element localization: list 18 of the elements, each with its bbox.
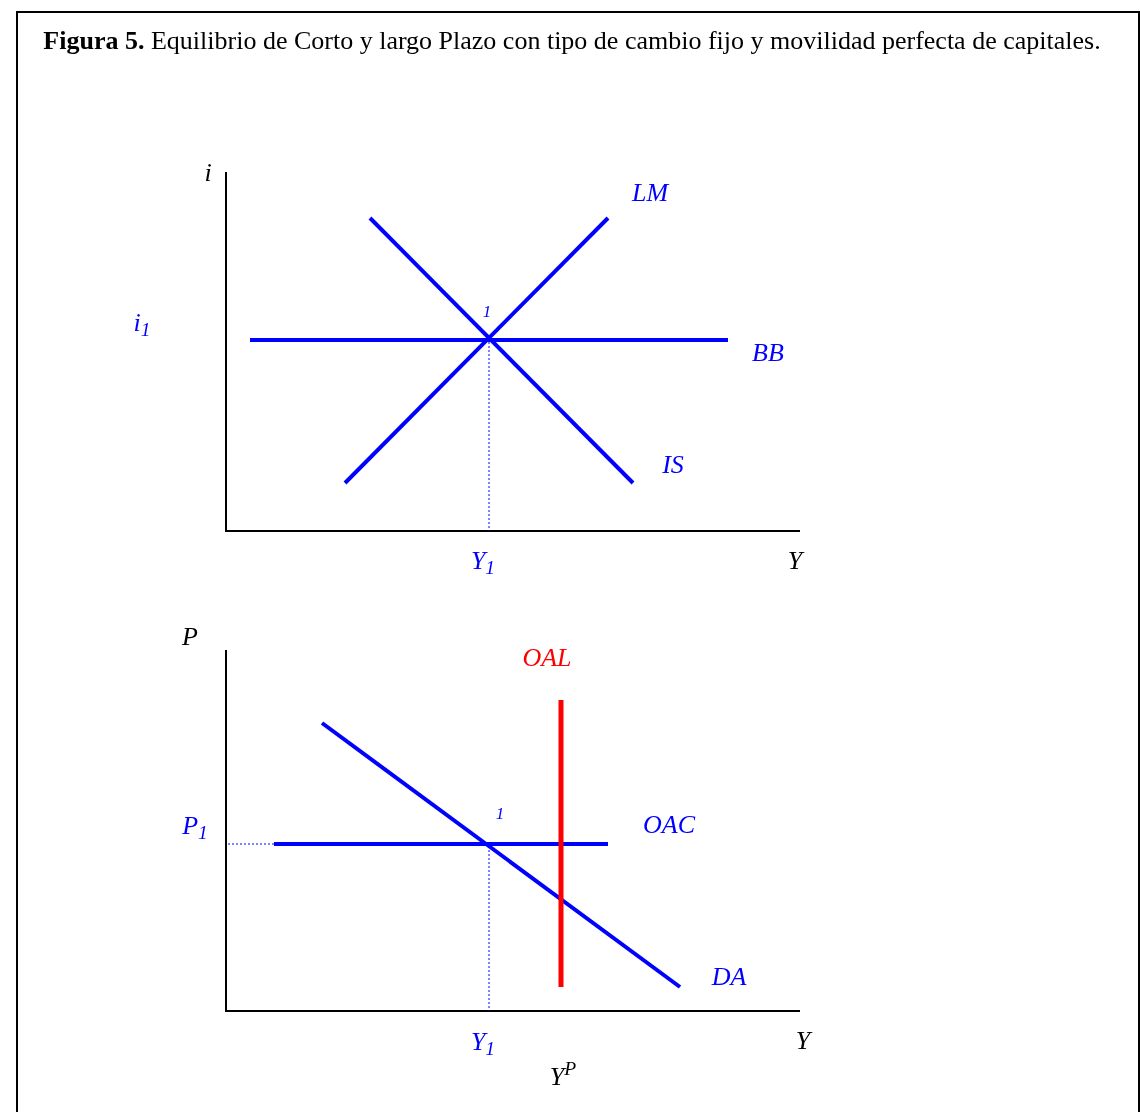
axis-label: 1 bbox=[482, 302, 492, 320]
axis-label: LM bbox=[631, 180, 669, 206]
axis-label: Y bbox=[787, 548, 803, 574]
axis-label: OAC bbox=[643, 812, 695, 838]
axis-label: Y$^{P}$ bbox=[549, 1064, 577, 1090]
axis-label: P$_{1}$ bbox=[182, 813, 208, 839]
axis-label: P bbox=[182, 624, 198, 650]
axis-label: Y bbox=[795, 1028, 811, 1054]
axis-label: Y$_{1}$ bbox=[470, 548, 496, 574]
figure-title: Figura 5. Equilibrio de Corto y largo Plazo con tipo de cambio fijo y movilidad perfecta de capitales. bbox=[42, 25, 1102, 57]
axis-label: i bbox=[204, 160, 212, 186]
axis-label: 1 bbox=[495, 804, 505, 822]
axis-label: DA bbox=[711, 964, 747, 990]
axis-label: i$_{1}$ bbox=[133, 310, 151, 336]
axis-label: Y$_{1}$ bbox=[470, 1029, 496, 1055]
axis-label: BB bbox=[752, 340, 784, 366]
axis-label: OAL bbox=[522, 645, 572, 671]
axis-label: IS bbox=[662, 452, 684, 478]
